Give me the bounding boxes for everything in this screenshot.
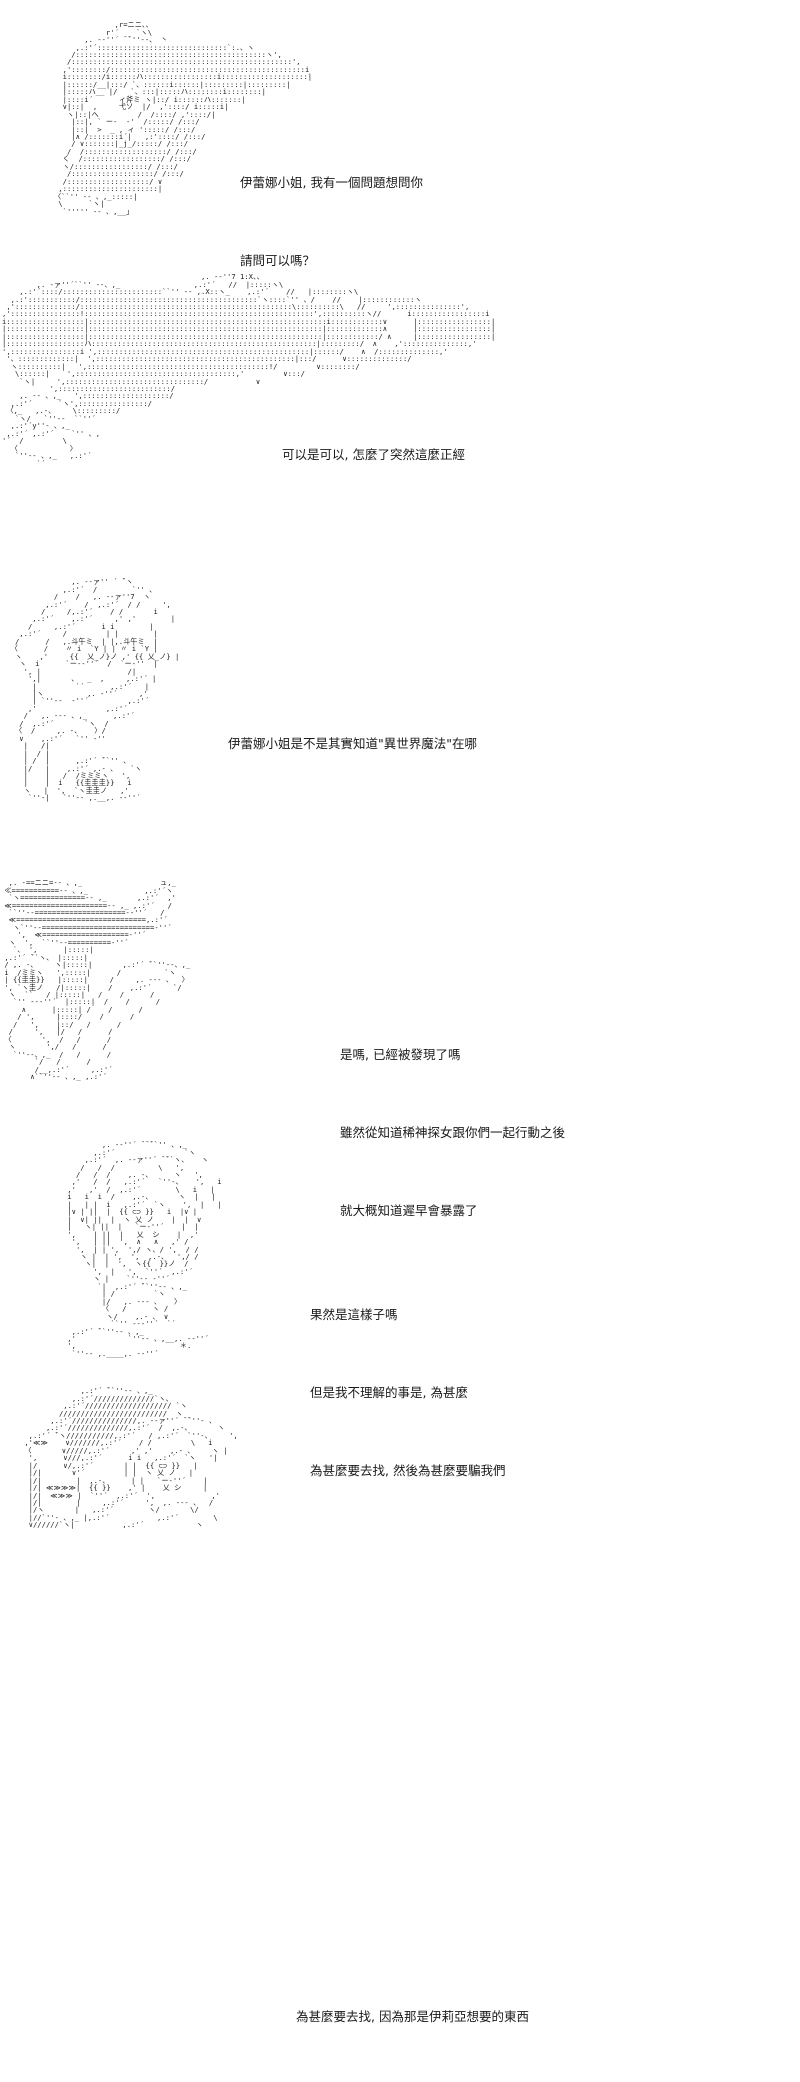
panel-5-dialogue: 果然是這樣子嗎 但是我不理解的事是, 為甚麼 為甚麼要去找, 然後為甚麼要騙我們 <box>310 1250 505 1536</box>
comic-page: ,r=ニニ、、 r'´ `ヽ\ ,. -‐''´ ̄ ̄`''‐-、 丶 ,.:… <box>0 0 800 2024</box>
panel-2-dialogue: 可以是可以, 怎麼了突然這麼正經 <box>282 390 465 520</box>
panel-5-ascii-art: ,. -‐''´ ̄ ̄ ̄``'' 、,_ ,.:'´ `ヽ ,.:'´ ,.… <box>67 1140 222 1358</box>
dialogue-line: 就大概知道遲早會暴露了 <box>340 1203 478 1218</box>
dialogue-line: 為甚麼要去找, 因為那是伊莉亞想要的東西 <box>296 2009 529 2024</box>
dialogue-line: 是嗎, 已經被發現了嗎 <box>340 1047 461 1062</box>
panel-6-dialogue: 為甚麼要去找, 因為那是伊莉亞想要的東西 <box>296 1952 529 2082</box>
panel-3-ascii-art: ,. -‐ァ'' ´ ̄`ヽ ,.:'´ / `'' 、 / / ,. -‐ァ'… <box>10 577 180 803</box>
panel-2-ascii-art: ,. -‐''7 1:X、、 ,. ‐ァ''´``'' ‐-、,_ ,.:'´ … <box>2 272 496 468</box>
panel-3: ,. -‐ァ'' ´ ̄`ヽ ,.:'´ / `'' 、 / / ,. -‐ァ'… <box>0 565 800 865</box>
panel-4-dialogue: 是嗎, 已經被發現了嗎 雖然從知道稀神探女跟你們一起行動之後 就大概知道遲早會暴… <box>340 990 565 1276</box>
panel-1-dialogue: 伊蕾娜小姐, 我有一個問題想問你 請問可以嗎？ <box>240 118 423 326</box>
dialogue-line: 請問可以嗎？ <box>240 253 316 268</box>
dialogue-line: 伊蕾娜小姐是不是其實知道"異世界魔法"在哪 <box>228 736 477 751</box>
panel-4-ascii-art: ,. ‐==ニニ=‐- 、,_ ュ,_ ≪===========‐- 、,_ ,… <box>4 878 191 1081</box>
dialogue-line: 果然是這樣子嗎 <box>310 1307 398 1322</box>
panel-2: ,. -‐''7 1:X、、 ,. ‐ァ''´``'' ‐-、,_ ,.:'´ … <box>0 258 800 568</box>
dialogue-line: 雖然從知道稀神探女跟你們一起行動之後 <box>340 1125 566 1140</box>
panel-1: ,r=ニニ、、 r'´ `ヽ\ ,. -‐''´ ̄ ̄`''‐-、 丶 ,.:… <box>0 0 800 268</box>
panel-1-ascii-art: ,r=ニニ、、 r'´ `ヽ\ ,. -‐''´ ̄ ̄`''‐-、 丶 ,.:… <box>53 20 313 216</box>
dialogue-line: 但是我不理解的事是, 為甚麼 <box>310 1385 468 1400</box>
dialogue-line: 為甚麼要去找, 然後為甚麼要騙我們 <box>310 1463 506 1478</box>
panel-4: ,. ‐==ニニ=‐- 、,_ ュ,_ ≪===========‐- 、,_ ,… <box>0 868 800 1218</box>
dialogue-line: 可以是可以, 怎麼了突然這麼正經 <box>282 447 465 462</box>
dialogue-line: 伊蕾娜小姐, 我有一個問題想問你 <box>240 175 423 190</box>
panel-3-dialogue: 伊蕾娜小姐是不是其實知道"異世界魔法"在哪 <box>228 679 477 809</box>
panel-6: ,.:'´ ̄``''‐- 、,_ ,.:'´//////////////`ヽ、… <box>0 1372 800 2024</box>
panel-6-ascii-art: ,.:'´ ̄``''‐- 、,_ ,.:'´//////////////`ヽ、… <box>24 1386 238 1530</box>
panel-5: ,. -‐''´ ̄ ̄ ̄``'' 、,_ ,.:'´ `ヽ ,.:'´ ,.… <box>0 1128 800 1478</box>
